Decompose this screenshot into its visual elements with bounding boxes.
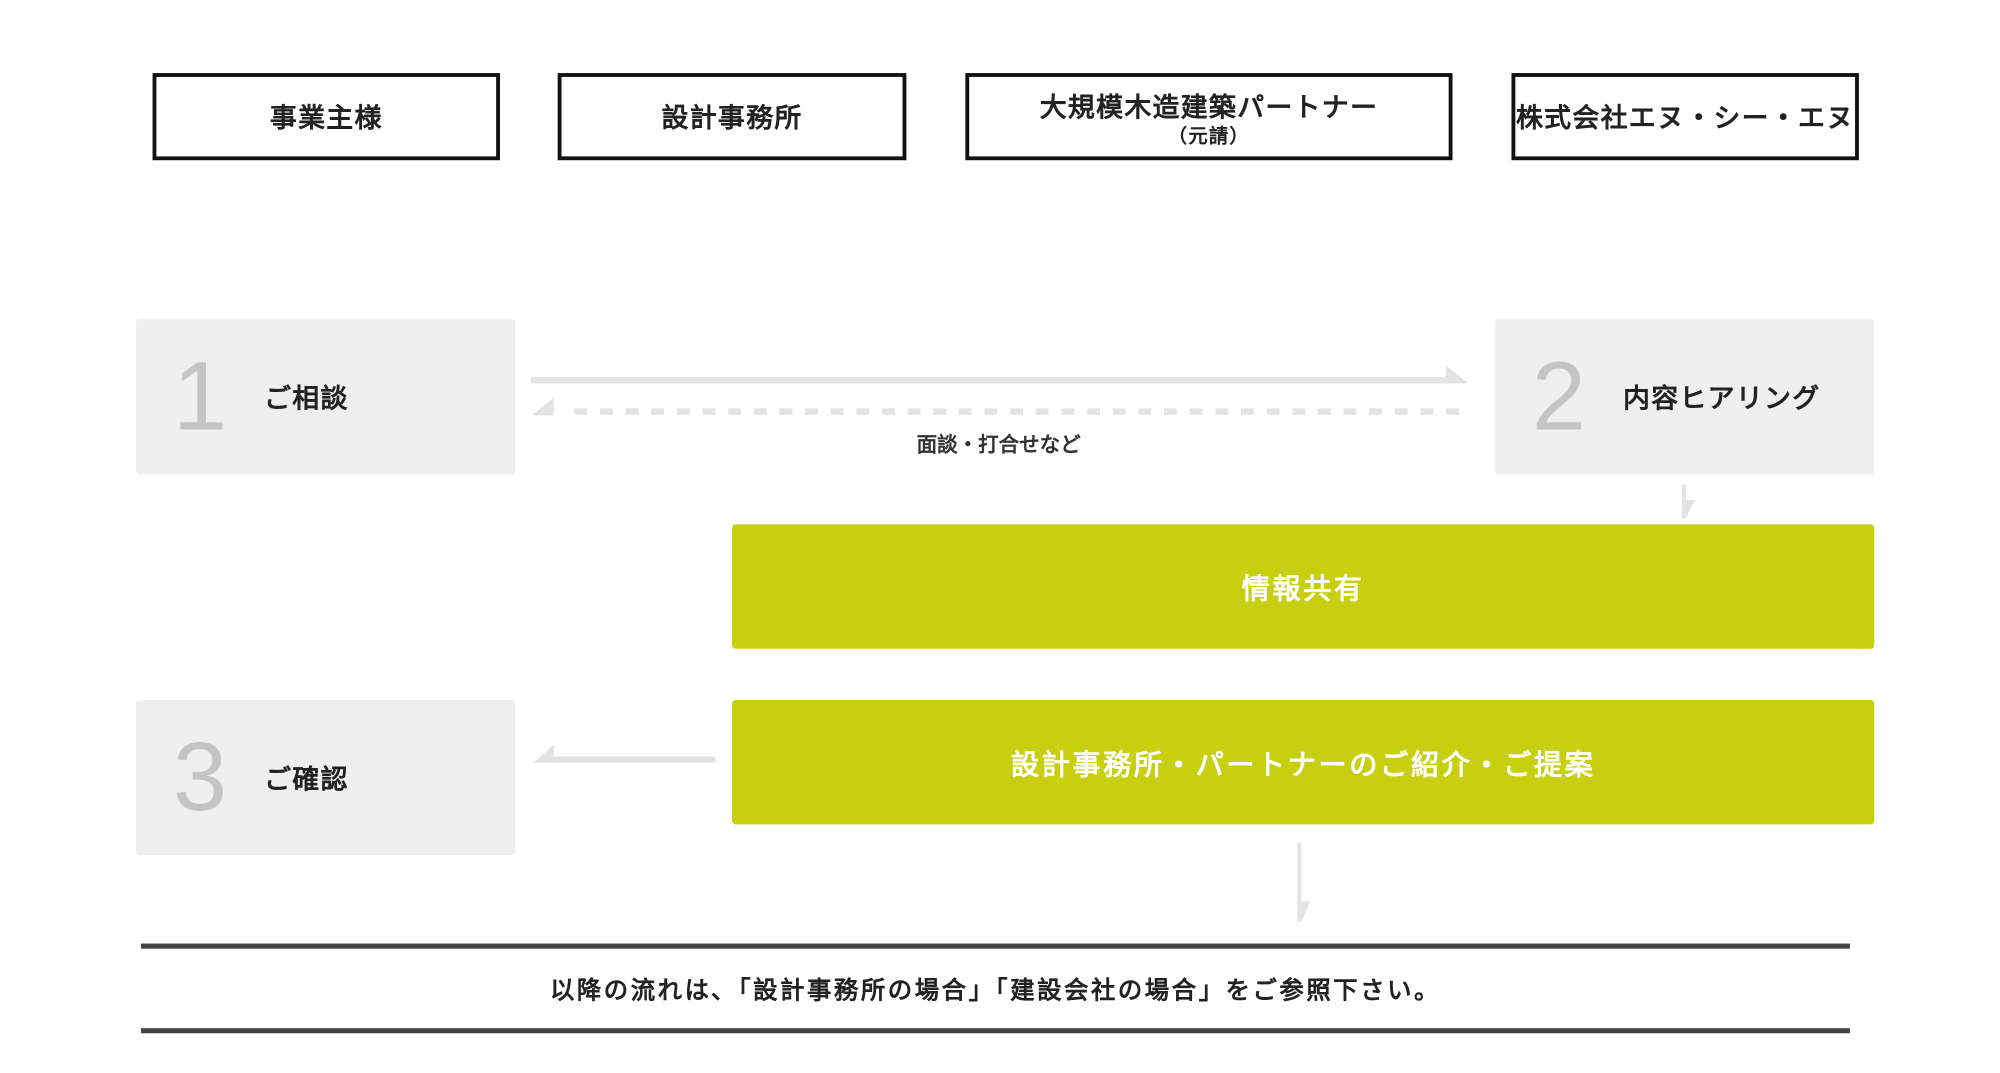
actor-ncn: 株式会社エヌ・シー・エヌ (1511, 73, 1859, 161)
step-1: 1 ご相談 (135, 319, 516, 475)
step-number: 3 (172, 723, 228, 833)
actor-label: 事業主様 (269, 102, 383, 134)
divider-top (141, 943, 1850, 949)
step-label: ご相談 (264, 382, 349, 414)
arrow-right-head (1446, 365, 1468, 384)
arrow-down-2 (1297, 842, 1302, 922)
actor-client: 事業主様 (152, 73, 500, 161)
step-label: 内容ヒアリング (1623, 382, 1821, 414)
step-3: 3 ご確認 (135, 699, 516, 856)
footnote: 以降の流れは､「設計事務所の場合」「建設会社の場合」をご参照下さい。 (549, 976, 1441, 1006)
arrow-down-1-head (1685, 499, 1695, 518)
arrow-left-confirm-head (533, 744, 554, 763)
action-label: 情報共有 (1241, 573, 1365, 606)
action-label: 設計事務所・パートナーのご紹介・ご提案 (1010, 749, 1596, 782)
arrow-left-head (532, 397, 554, 416)
arrow-right-solid (530, 376, 1452, 384)
actor-partner: 大規模木造建築パートナー（元請） (965, 73, 1453, 161)
action-info-share: 情報共有 (732, 524, 1875, 649)
arrow-down-1 (1681, 484, 1686, 518)
divider-bottom (141, 1028, 1850, 1034)
actor-label: 設計事務所 (661, 102, 803, 134)
actor-label: 株式会社エヌ・シー・エヌ (1515, 102, 1855, 134)
actor-sublabel: （元請） (1167, 124, 1250, 148)
step-2: 2 内容ヒアリング (1494, 319, 1875, 475)
action-introduce-propose: 設計事務所・パートナーのご紹介・ご提案 (732, 699, 1875, 825)
step-label: ご確認 (264, 763, 349, 795)
step-number: 1 (172, 342, 228, 452)
arrow-left-confirm (551, 756, 716, 763)
arrow-down-2-head (1301, 901, 1311, 922)
step-number: 2 (1531, 342, 1587, 452)
actor-design-office: 設計事務所 (557, 73, 907, 161)
actor-label: 大規模木造建築パートナー (1039, 92, 1379, 124)
arrow-label: 面談・打合せなど (916, 432, 1081, 457)
